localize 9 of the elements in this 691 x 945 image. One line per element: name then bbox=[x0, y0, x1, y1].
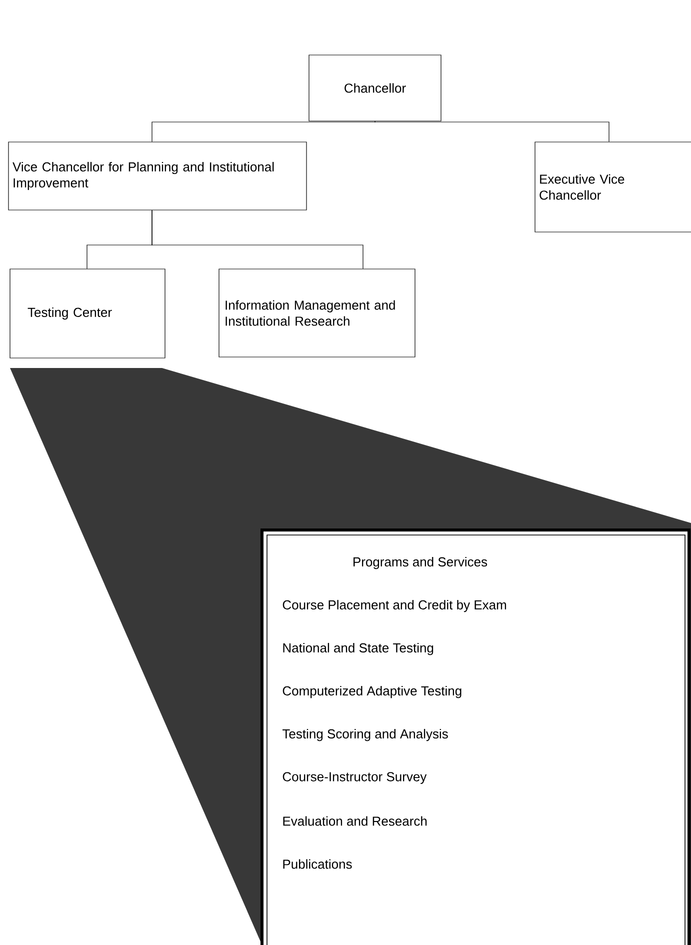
connector-line bbox=[152, 210, 364, 269]
org-box: Information Management and Institutional Research bbox=[218, 268, 416, 358]
connector-line bbox=[374, 121, 610, 142]
org-box: Testing Center bbox=[10, 268, 166, 358]
org-box: Executive Vice Chancellor bbox=[534, 142, 691, 232]
list-box: Programs and Services Course Placement and Credit by Exam National and State Testing Computerized Adaptive Testing Testing Scoring and Analysis Course-Instructor Survey Evaluation and Research Publications bbox=[260, 528, 690, 945]
org-box: Vice Chancellor for Planning and Institutional Improvement bbox=[8, 142, 307, 210]
org-box: Chancellor bbox=[308, 54, 442, 122]
connector-line bbox=[152, 121, 376, 142]
